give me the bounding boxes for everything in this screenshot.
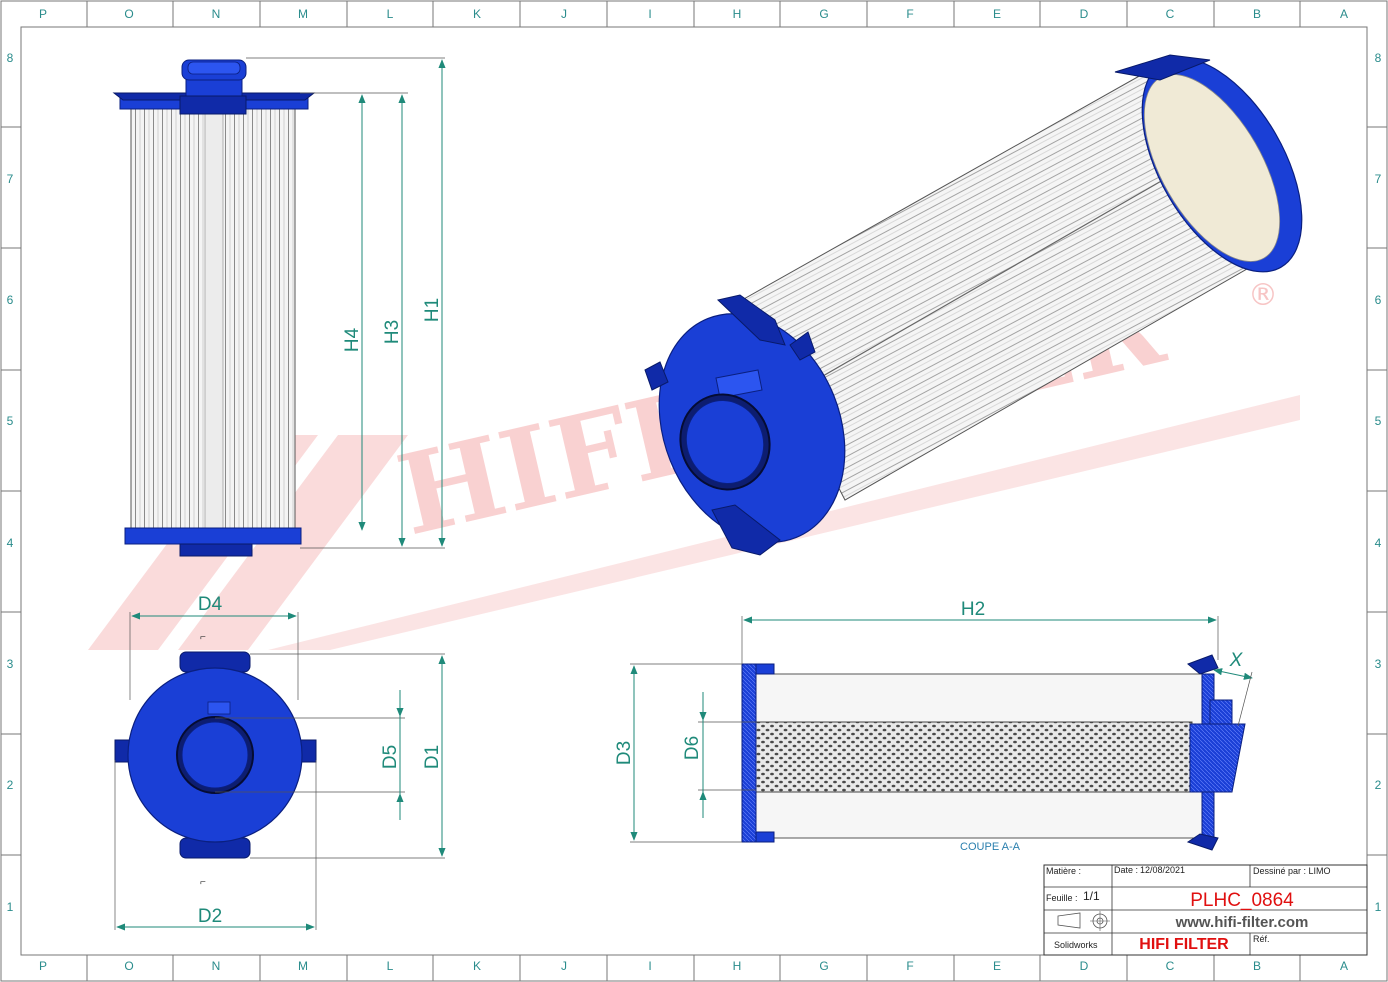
isometric-view	[644, 54, 1303, 556]
grid-col-I-top: I	[648, 7, 651, 21]
grid-col-F-bottom: F	[906, 959, 913, 973]
grid-row-6-right: 6	[1375, 293, 1382, 307]
part-reference: PLHC_0864	[1190, 890, 1294, 911]
dimension-d6-label: D6	[682, 736, 703, 760]
grid-row-3-right: 3	[1375, 657, 1382, 671]
grid-row-2-right: 2	[1375, 778, 1382, 792]
section-marker-a-top: ⌐	[200, 632, 206, 643]
grid-row-1-right: 1	[1375, 900, 1382, 914]
software-label: Solidworks	[1054, 940, 1098, 950]
grid-row-7-left: 7	[7, 172, 14, 186]
grid-col-F-top: F	[906, 7, 913, 21]
grid-col-I-bottom: I	[648, 959, 651, 973]
grid-row-labels-right: 8 7 6 5 4 3 2 1	[1375, 51, 1382, 914]
grid-row-6-left: 6	[7, 293, 14, 307]
grid-col-G-top: G	[819, 7, 828, 21]
grid-col-J-bottom: J	[561, 959, 567, 973]
projection-symbol-icon	[1057, 911, 1110, 931]
matiere-label: Matière :	[1046, 866, 1081, 876]
grid-col-D-bottom: D	[1080, 959, 1089, 973]
grid-col-L-top: L	[387, 7, 394, 21]
grid-col-O-bottom: O	[124, 959, 133, 973]
date-label: Date :	[1114, 865, 1138, 875]
dimension-h2-label: H2	[961, 599, 985, 620]
grid-col-P-top: P	[39, 7, 47, 21]
grid-col-E-bottom: E	[993, 959, 1001, 973]
grid-col-E-top: E	[993, 7, 1001, 21]
dimension-d5-label: D5	[380, 745, 401, 769]
watermark-registered-mark: ®	[1248, 278, 1278, 313]
grid-row-3-left: 3	[7, 657, 14, 671]
grid-col-L-bottom: L	[387, 959, 394, 973]
section-caption: COUPE A-A	[960, 841, 1021, 853]
grid-col-H-bottom: H	[733, 959, 742, 973]
dimension-h4-label: H4	[342, 327, 363, 352]
brand-name: HIFI FILTER	[1139, 936, 1229, 953]
grid-col-N-top: N	[212, 7, 221, 21]
dimension-d3-label: D3	[614, 741, 635, 765]
grid-col-C-bottom: C	[1166, 959, 1175, 973]
grid-col-H-top: H	[733, 7, 742, 21]
grid-col-P-bottom: P	[39, 959, 47, 973]
title-block: Matière : Date : 12/08/2021 Dessiné par …	[1043, 864, 1368, 956]
dimension-d1-label: D1	[422, 745, 443, 769]
grid-col-M-top: M	[298, 7, 308, 21]
grid-row-5-left: 5	[7, 414, 14, 428]
grid-row-labels-left: 8 7 6 5 4 3 2 1	[7, 51, 14, 914]
grid-col-K-bottom: K	[473, 959, 481, 973]
grid-row-2-left: 2	[7, 778, 14, 792]
website-url: www.hifi-filter.com	[1175, 914, 1309, 931]
grid-col-O-top: O	[124, 7, 133, 21]
dessine-par-label: Dessiné par : LIMO	[1253, 866, 1331, 876]
grid-row-ticks	[1, 126, 1387, 856]
dimension-d2-label: D2	[198, 906, 222, 927]
grid-col-A-top: A	[1340, 7, 1348, 21]
grid-col-K-top: K	[473, 7, 481, 21]
grid-row-8-left: 8	[7, 51, 14, 65]
grid-col-C-top: C	[1166, 7, 1175, 21]
section-view-a-a: H2 D3 D6 X COUPE A-A	[614, 599, 1253, 853]
grid-col-D-top: D	[1080, 7, 1089, 21]
grid-col-M-bottom: M	[298, 959, 308, 973]
grid-col-G-bottom: G	[819, 959, 828, 973]
grid-column-labels-top: P O N M L K J I H G F E D C B A	[39, 7, 1348, 21]
grid-col-B-bottom: B	[1253, 959, 1261, 973]
front-elevation-view: H1 H3 H4	[112, 57, 446, 557]
dimension-x-label: X	[1229, 650, 1244, 671]
feuille-label: Feuille :	[1046, 893, 1078, 903]
grid-row-5-right: 5	[1375, 414, 1382, 428]
grid-row-4-left: 4	[7, 536, 14, 550]
grid-row-7-right: 7	[1375, 172, 1382, 186]
dimension-h1-label: H1	[422, 298, 443, 322]
feuille-value: 1/1	[1083, 889, 1100, 903]
section-marker-a-bottom: ⌐	[200, 877, 206, 888]
grid-row-4-right: 4	[1375, 536, 1382, 550]
dimension-d4-label: D4	[198, 594, 223, 615]
grid-column-ticks	[86, 1, 1301, 981]
end-view: ⌐ ⌐ D4 D2 D1 D5	[114, 594, 446, 931]
ref-label: Réf.	[1253, 934, 1270, 944]
grid-col-A-bottom: A	[1340, 959, 1348, 973]
dimension-h3-label: H3	[382, 320, 403, 344]
grid-row-1-left: 1	[7, 900, 14, 914]
grid-col-N-bottom: N	[212, 959, 221, 973]
grid-row-8-right: 8	[1375, 51, 1382, 65]
grid-col-J-top: J	[561, 7, 567, 21]
grid-column-labels-bottom: P O N M L K J I H G F E D C B A	[39, 959, 1348, 973]
grid-col-B-top: B	[1253, 7, 1261, 21]
date-value: 12/08/2021	[1140, 865, 1185, 875]
